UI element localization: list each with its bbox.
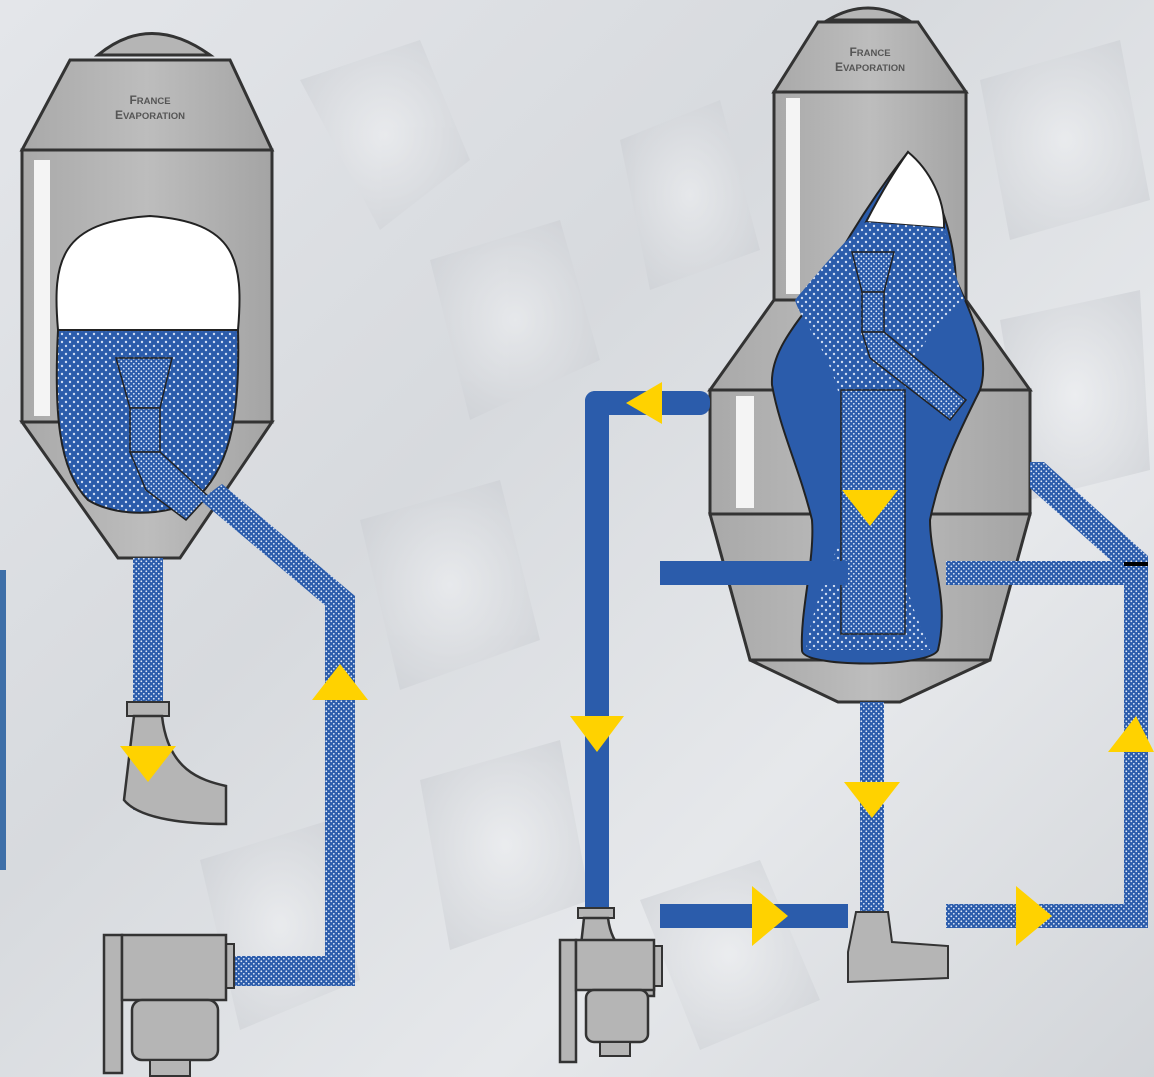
- left-pump-discharge: [234, 956, 355, 986]
- left-brand-line1: FRANCE: [129, 93, 170, 107]
- right-evaporator: FRANCE EVAPORATION: [710, 8, 1030, 702]
- right-arrow-down-outer: [570, 716, 624, 752]
- left-draft-tube: [130, 408, 160, 452]
- left-highlight: [34, 160, 50, 416]
- left-edge-image: [0, 570, 6, 870]
- right-bottom-cone: [750, 660, 990, 702]
- left-vapor-space: [56, 216, 239, 330]
- right-pump-motor: [586, 990, 648, 1042]
- left-return-pipe: [325, 596, 355, 974]
- right-arrow-down-center: [844, 782, 900, 818]
- right-outer-left-pipe: [585, 391, 609, 716]
- right-arrow-left: [626, 382, 662, 424]
- left-pump-casing: [122, 935, 226, 1000]
- right-arrow-right-2: [1016, 886, 1052, 946]
- right-pump-flange: [560, 940, 576, 1062]
- right-bottom-solid: [660, 561, 848, 585]
- left-arrow-up: [312, 664, 368, 700]
- right-tee-fitting: [848, 912, 948, 982]
- left-return-diagonal: [200, 484, 355, 612]
- right-dome: [828, 8, 908, 20]
- left-dome: [98, 34, 210, 56]
- left-evaporator: FRANCE EVAPORATION: [22, 34, 272, 559]
- right-brand-line1: FRANCE: [849, 45, 890, 59]
- right-brand-line2: EVAPORATION: [835, 60, 905, 74]
- right-pump: [560, 908, 662, 1062]
- left-brand-line2: EVAPORATION: [115, 108, 185, 122]
- left-pump-flange: [104, 935, 122, 1073]
- left-pump-motor: [132, 1000, 218, 1060]
